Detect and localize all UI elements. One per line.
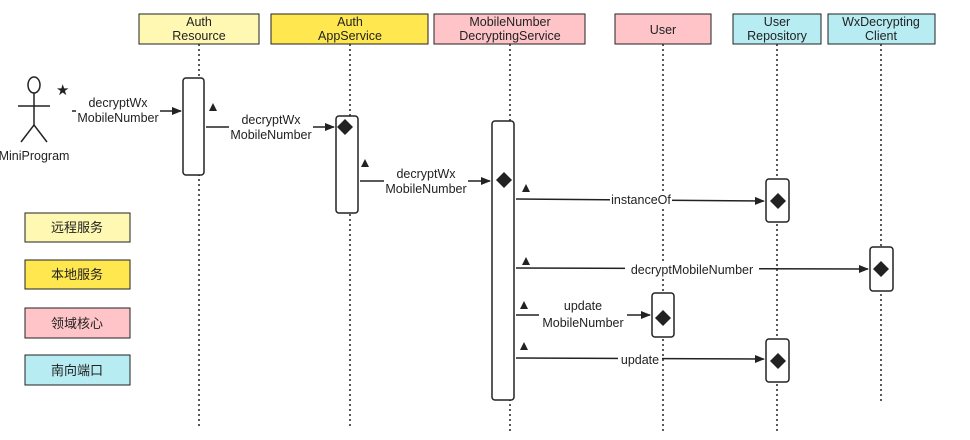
legend-label: 本地服务 [51,267,103,282]
message-m3: decryptWx MobileNumber [360,167,491,199]
triangle-icon [209,103,217,111]
legend-label: 领域核心 [51,316,103,331]
participant-label-line-1: User [650,23,676,37]
actor-name: MiniProgram [0,149,69,163]
diamond-icon [655,310,671,326]
participant-box [433,13,586,45]
participant-box [138,13,260,45]
message-label-line-2: MobileNumber [77,111,158,125]
actor-leg-right [33,124,48,143]
triangle-icon [520,342,528,350]
activation-mobile-decrypting-service [491,120,515,401]
legend-item-remote: 远程服务 [24,212,131,243]
diamond-icon [770,353,786,369]
legend-item-domain: 领域核心 [24,307,131,339]
triangle-markers [209,103,530,350]
legend-swatch [24,307,131,339]
message-m1: decryptWx MobileNumber [72,94,182,128]
triangle-icon [361,159,369,167]
label-bg [618,352,662,368]
actor-head [27,76,41,94]
actor-leg-left [20,124,35,143]
participant-user-repository: User Repository [732,13,822,45]
message-m6: update MobileNumber [516,299,651,331]
legend-label: 南向端口 [51,363,103,378]
participant-box [732,13,822,45]
activation-auth-resource [182,77,205,176]
message-m2: decryptWx MobileNumber [206,113,335,145]
participant-label-line-1: MobileNumber [469,15,550,29]
legend-label: 远程服务 [51,220,103,235]
legend-swatch [24,354,131,386]
legend-item-south: 南向端口 [24,354,131,386]
message-label-line-1: update [564,299,602,313]
participant-label-line-2: DecryptingService [459,29,560,43]
message-label-line-1: update [621,353,659,367]
participant-label-line-2: Repository [747,29,807,43]
triangle-icon [520,301,528,309]
star-icon: ★ [56,82,69,99]
message-label-line-1: decryptMobileNumber [631,263,753,277]
legend-item-local: 本地服务 [24,259,131,290]
diamond-icon [337,119,353,135]
participant-label-line-1: Auth [337,15,363,29]
message-m5: decryptMobileNumber [515,262,869,278]
participant-box [614,13,712,45]
lifelines [198,44,882,432]
participant-mobile-decrypting-service: MobileNumber DecryptingService [433,13,586,45]
message-label-line-1: decryptWx [88,96,148,110]
message-label-line-2: MobileNumber [542,316,623,330]
legend-swatch [24,259,131,290]
label-bg [384,167,468,199]
diamond-markers [337,119,889,369]
message-label-line-2: MobileNumber [230,128,311,142]
actor-miniprogram: ★ MiniProgram [0,76,69,163]
participant-box [827,13,936,45]
participant-label-line-2: Resource [172,29,226,43]
message-label-line-1: instanceOf [611,193,671,207]
label-bg [625,262,759,278]
triangle-icon [522,257,530,265]
message-label-line-1: decryptWx [241,113,301,127]
diamond-icon [873,261,889,277]
label-bg [76,94,160,128]
triangle-icon [522,184,530,192]
participant-label-line-1: User [764,15,790,29]
participant-wx-decrypting-client: WxDecrypting Client [827,13,936,45]
participant-label-line-1: Auth [186,15,212,29]
label-bg [610,192,672,208]
participant-box [270,13,429,45]
participant-user: User [614,13,712,45]
participant-label-line-2: AppService [318,29,382,43]
participant-label-line-2: Client [865,29,897,43]
participant-auth-appservice: Auth AppService [270,13,429,45]
message-label-line-2: MobileNumber [385,182,466,196]
message-m4: instanceOf [515,192,765,208]
message-m7: update [515,352,765,368]
participant-label-line-1: WxDecrypting [842,15,920,29]
message-label-line-1: decryptWx [396,167,456,181]
legend: 远程服务 本地服务 领域核心 南向端口 [24,212,131,386]
diamond-icon [496,172,512,188]
label-bg [539,299,627,331]
legend-swatch [24,212,131,243]
participant-auth-resource: Auth Resource [138,13,260,45]
diamond-icon [770,193,786,209]
activations [182,77,894,401]
activation-auth-appservice [335,115,359,214]
label-bg [229,113,313,145]
